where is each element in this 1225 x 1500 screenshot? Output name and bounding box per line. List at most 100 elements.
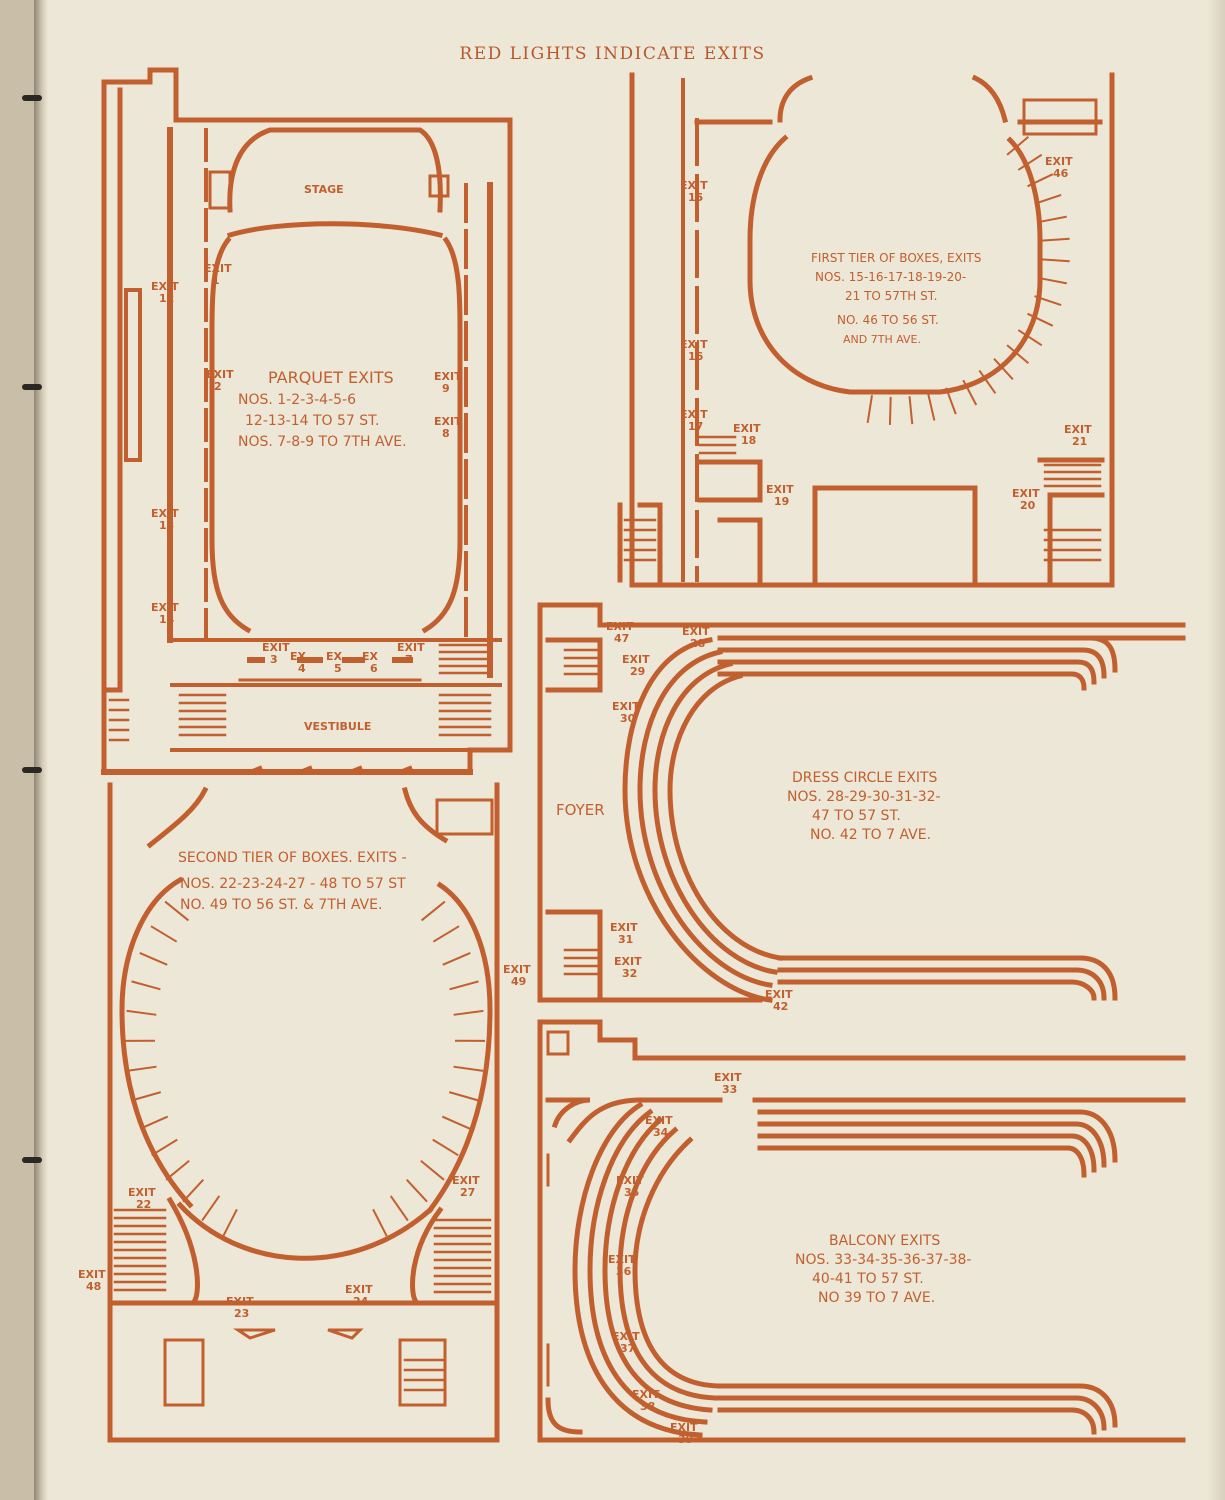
exit-number: 17 <box>688 420 703 433</box>
exit-word: EXIT <box>680 179 708 192</box>
exit-word: EXIT <box>78 1268 106 1281</box>
exit-number: 39 <box>678 1433 693 1446</box>
seat-tick <box>126 1009 157 1016</box>
seat-tick <box>432 1138 459 1157</box>
seat-tick <box>449 980 479 991</box>
exit-number: 36 <box>616 1265 632 1278</box>
dress-circle-caption-line: DRESS CIRCLE EXITS <box>792 770 938 786</box>
exit-word: EX <box>326 650 343 663</box>
seat-tick <box>1006 135 1030 156</box>
seat-tick <box>165 1159 190 1181</box>
seat-tick <box>1027 312 1054 327</box>
seat-tick <box>131 980 161 991</box>
exit-word: EXIT <box>612 700 640 713</box>
exit-number: 35 <box>624 1186 639 1199</box>
balcony-caption-line: BALCONY EXITS <box>829 1233 940 1249</box>
seat-tick <box>182 1178 205 1203</box>
seat-tick <box>420 900 446 922</box>
first-tier-caption-line: FIRST TIER OF BOXES, EXITS <box>811 251 981 265</box>
seat-tick <box>372 1208 388 1237</box>
exit-number: 29 <box>630 665 645 678</box>
seat-tick <box>1027 173 1054 188</box>
seat-tick <box>1006 344 1030 365</box>
exit-word: EXIT <box>714 1071 742 1084</box>
stage-label: STAGE <box>304 183 344 196</box>
exit-word: EXIT <box>151 601 179 614</box>
seat-tick <box>945 387 957 415</box>
balcony-caption-line: NO 39 TO 7 AVE. <box>818 1290 935 1306</box>
parquet-caption-line: NOS. 7-8-9 TO 7TH AVE. <box>238 434 407 450</box>
exit-word: EXIT <box>632 1388 660 1401</box>
vestibule-label: VESTIBULE <box>304 720 371 733</box>
exit-number: 15 <box>688 191 703 204</box>
balcony-caption-line: 40-41 TO 57 ST. <box>812 1271 924 1287</box>
exit-number: 2 <box>214 380 222 393</box>
seat-tick <box>1041 237 1070 242</box>
exit-number: 13 <box>159 519 174 532</box>
parquet-caption-line: PARQUET EXITS <box>268 368 394 387</box>
exit-number: 5 <box>334 662 342 675</box>
exit-number: 1 <box>212 274 220 287</box>
seat-tick <box>150 925 178 943</box>
dress-circle-caption-line: NO. 42 TO 7 AVE. <box>810 827 931 843</box>
exit-word: EXIT <box>622 653 650 666</box>
exit-word: EXIT <box>434 415 462 428</box>
exit-word: EXIT <box>434 370 462 383</box>
first-tier-caption-line: NOS. 15-16-17-18-19-20- <box>815 270 966 284</box>
exit-word: EXIT <box>765 988 793 1001</box>
exit-number: 8 <box>442 427 450 440</box>
seat-tick <box>139 952 168 966</box>
exit-word: EXIT <box>645 1114 673 1127</box>
first-tier-caption-line: AND 7TH AVE. <box>843 333 921 346</box>
seat-tick <box>448 1091 479 1102</box>
exit-number: 7 <box>405 653 413 666</box>
exit-number: 6 <box>370 662 378 675</box>
seat-tick <box>164 900 190 922</box>
exit-number: 49 <box>511 975 526 988</box>
second-tier-caption-line: SECOND TIER OF BOXES. EXITS - <box>178 850 407 866</box>
exit-word: EXIT <box>262 641 290 654</box>
seat-tick <box>222 1208 238 1237</box>
page-header: RED LIGHTS INDICATE EXITS <box>459 44 766 64</box>
binding-stitch <box>22 95 42 101</box>
exit-word: EXIT <box>128 1186 156 1199</box>
exit-word: EXIT <box>670 1421 698 1434</box>
exit-number: 23 <box>234 1307 249 1320</box>
foyer-label: FOYER <box>556 801 605 819</box>
seat-tick <box>139 1115 169 1130</box>
exit-word: EXIT <box>612 1330 640 1343</box>
parquet-plan <box>101 67 513 775</box>
exit-number: 24 <box>353 1295 369 1308</box>
parquet-caption-line: NOS. 1-2-3-4-5-6 <box>238 392 356 408</box>
seat-tick <box>908 396 914 425</box>
exit-number: 18 <box>741 434 756 447</box>
binding-stitch <box>22 767 42 773</box>
exit-word: EXIT <box>151 280 179 293</box>
exit-number: 19 <box>774 495 789 508</box>
exit-word: EXIT <box>614 955 642 968</box>
exit-word: EXIT <box>503 963 531 976</box>
first-tier-caption-line: 21 TO 57TH ST. <box>845 289 937 303</box>
seat-tick <box>866 395 873 424</box>
second-tier-plan <box>107 782 500 1443</box>
exit-number: 47 <box>614 632 629 645</box>
first-tier-plan <box>617 72 1115 588</box>
balcony-plan <box>537 1019 1186 1443</box>
dress-circle-caption-line: 47 TO 57 ST. <box>812 808 901 824</box>
exit-word: EX <box>290 650 307 663</box>
second-tier-caption-line: NOS. 22-23-24-27 - 48 TO 57 ST <box>180 876 406 892</box>
exit-word: EXIT <box>1045 155 1073 168</box>
exit-word: EXIT <box>206 368 234 381</box>
exit-number: 30 <box>620 712 636 725</box>
seat-tick <box>405 1178 428 1203</box>
exit-word: EXIT <box>452 1174 480 1187</box>
exit-number: 3 <box>270 653 278 666</box>
exit-word: EXIT <box>345 1283 373 1296</box>
seat-tick <box>201 1195 221 1222</box>
exit-word: EXIT <box>1064 423 1092 436</box>
exit-word: EXIT <box>226 1295 254 1308</box>
dress-circle-plan <box>537 602 1186 1003</box>
exit-number: 32 <box>622 967 637 980</box>
